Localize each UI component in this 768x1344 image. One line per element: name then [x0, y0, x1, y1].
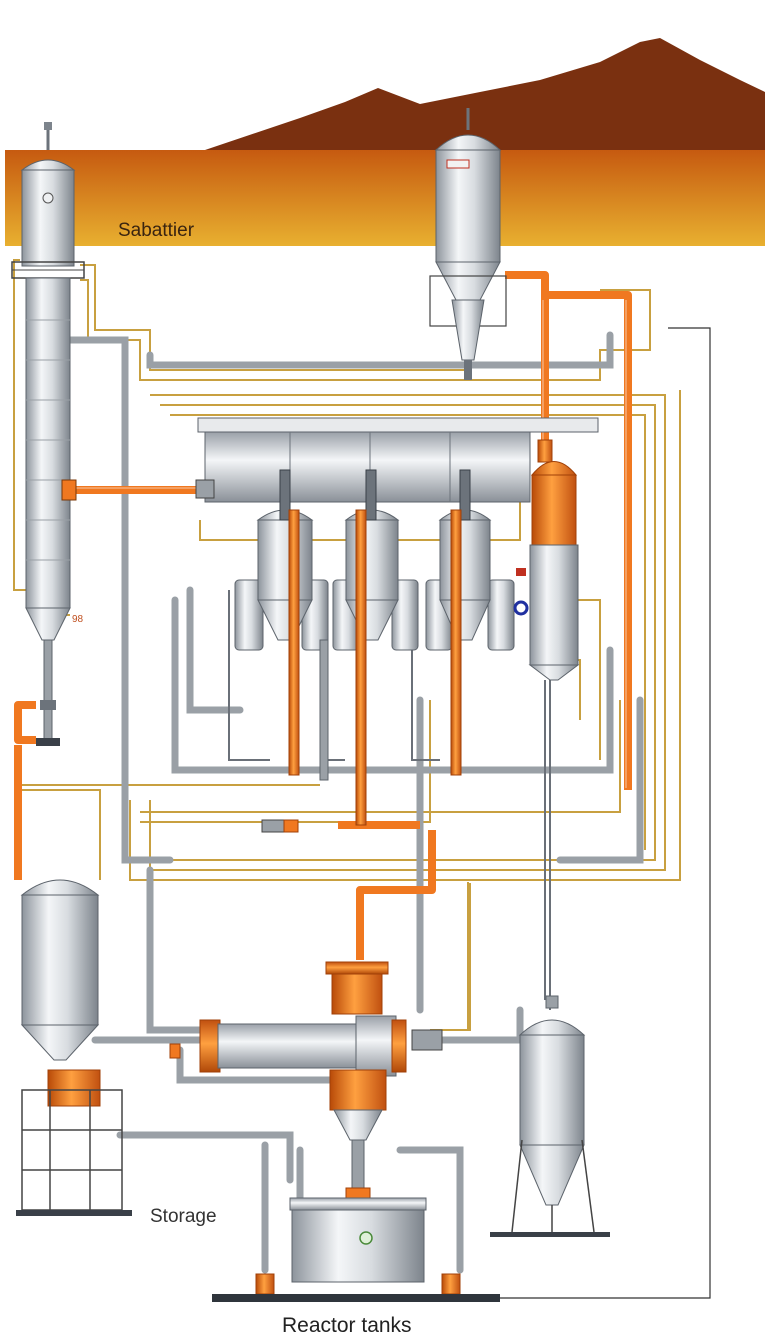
gray-pipe-network — [66, 331, 644, 1274]
orange-top-vessel — [513, 439, 580, 681]
orange-pipe-network — [14, 271, 632, 960]
central-reactor-stack — [325, 961, 389, 1201]
reactor-column-1 — [234, 469, 329, 781]
right-silo — [490, 995, 610, 1237]
sabatier-label: Sabattier — [118, 220, 195, 241]
storage-silo-icon — [16, 879, 132, 1216]
heat-exchanger-icon — [199, 1015, 407, 1077]
mountain-silhouette — [205, 38, 765, 150]
reactor-tanks-label: Reactor tanks — [282, 1314, 412, 1337]
side-number-label: 98 — [72, 614, 84, 625]
reactor-column-2 — [332, 469, 419, 826]
boundary-line — [500, 327, 711, 1299]
storage-label: Storage — [150, 1206, 217, 1227]
reactor-column-3 — [425, 469, 515, 776]
valve-markers — [169, 819, 443, 1059]
desert-horizon-band — [5, 150, 765, 246]
reactor-tank-icon — [212, 1197, 500, 1302]
distillation-column-icon — [11, 122, 85, 746]
cyclone-separator-icon — [429, 108, 507, 380]
pipe-shadow-lines — [228, 590, 551, 1010]
gold-pipe-network — [13, 259, 681, 1031]
